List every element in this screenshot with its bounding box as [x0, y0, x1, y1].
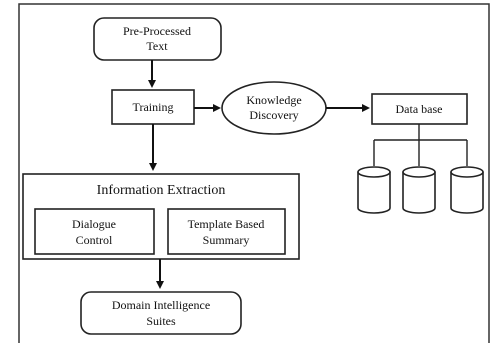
node-database: Data base: [371, 93, 468, 125]
template-line2: Summary: [203, 233, 250, 247]
info-extraction-title: Information Extraction: [97, 183, 226, 198]
dialogue-line1: Dialogue: [72, 217, 116, 231]
node-preprocessed-text: Pre-Processed Text: [93, 17, 222, 61]
preprocessed-line1: Pre-Processed: [123, 24, 191, 38]
dialogue-line2: Control: [76, 233, 113, 247]
database-cylinder: [450, 166, 484, 214]
domain-line1: Domain Intelligence: [112, 298, 210, 312]
database-connectors: [373, 124, 468, 166]
preprocessed-line2: Text: [146, 39, 168, 53]
template-line1: Template Based: [188, 217, 265, 231]
knowledge-line1: Knowledge: [246, 93, 301, 107]
node-dialogue-control: Dialogue Control: [34, 208, 155, 255]
database-label: Data base: [396, 102, 443, 116]
diagram-frame: [18, 3, 490, 343]
node-knowledge-discovery: Knowledge Discovery: [221, 81, 327, 135]
database-cylinder: [402, 166, 436, 214]
domain-line2: Suites: [146, 314, 176, 328]
knowledge-line2: Discovery: [249, 108, 298, 122]
node-domain-intelligence-suites: Domain Intelligence Suites: [80, 291, 242, 335]
node-template-based-summary: Template Based Summary: [167, 208, 286, 255]
training-label: Training: [133, 100, 174, 114]
node-training: Training: [111, 89, 195, 125]
database-cylinder: [357, 166, 391, 214]
